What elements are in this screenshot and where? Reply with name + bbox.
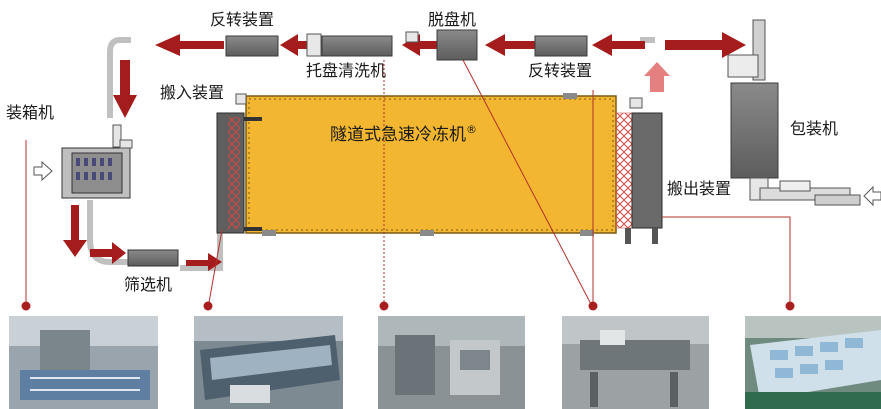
freezer-body [245, 95, 617, 234]
sieving-machine-unit [127, 249, 179, 267]
photo-depanner [562, 316, 709, 409]
registered-mark: ® [466, 123, 477, 136]
label-carry-out-device: 搬出装置 [667, 179, 731, 198]
reverse-device-top-unit [225, 35, 279, 57]
label-tray-washer: 托盘清洗机 [306, 61, 386, 80]
tray-washer-unit [321, 35, 393, 57]
boxing-machine-unit [61, 124, 133, 199]
pointer-lines [25, 59, 791, 309]
carry-out-device-unit [615, 97, 663, 244]
photo-tray-washer [378, 316, 525, 409]
label-packing-machine: 包装机 [790, 119, 838, 138]
label-carry-in-device: 搬入装置 [160, 83, 224, 102]
label-boxing-machine: 装箱机 [6, 103, 54, 122]
label-reverse-device-top: 反转装置 [210, 10, 274, 29]
outline-arrow-left-icon [863, 185, 881, 207]
return-up-arrow [644, 62, 670, 92]
photo-carry-in-device [194, 316, 343, 409]
photo-boxing-machine [9, 316, 158, 409]
freezer-title-text: 隧道式急速冷冻机 [330, 125, 466, 145]
label-reverse-device-right: 反转装置 [528, 61, 592, 80]
carry-in-device-unit [216, 112, 262, 234]
reverse-device-right-unit [534, 35, 588, 57]
depanner-unit [436, 29, 478, 61]
photo-carry-out-device [745, 316, 881, 409]
freezer-title: 隧道式急速冷冻机® [330, 123, 477, 145]
photo-markers [21, 301, 795, 311]
outline-arrow-right-icon [33, 160, 53, 182]
packing-machine-unit [727, 19, 861, 206]
label-sieving-machine: 筛选机 [124, 275, 172, 294]
label-depanner: 脱盘机 [428, 10, 476, 29]
